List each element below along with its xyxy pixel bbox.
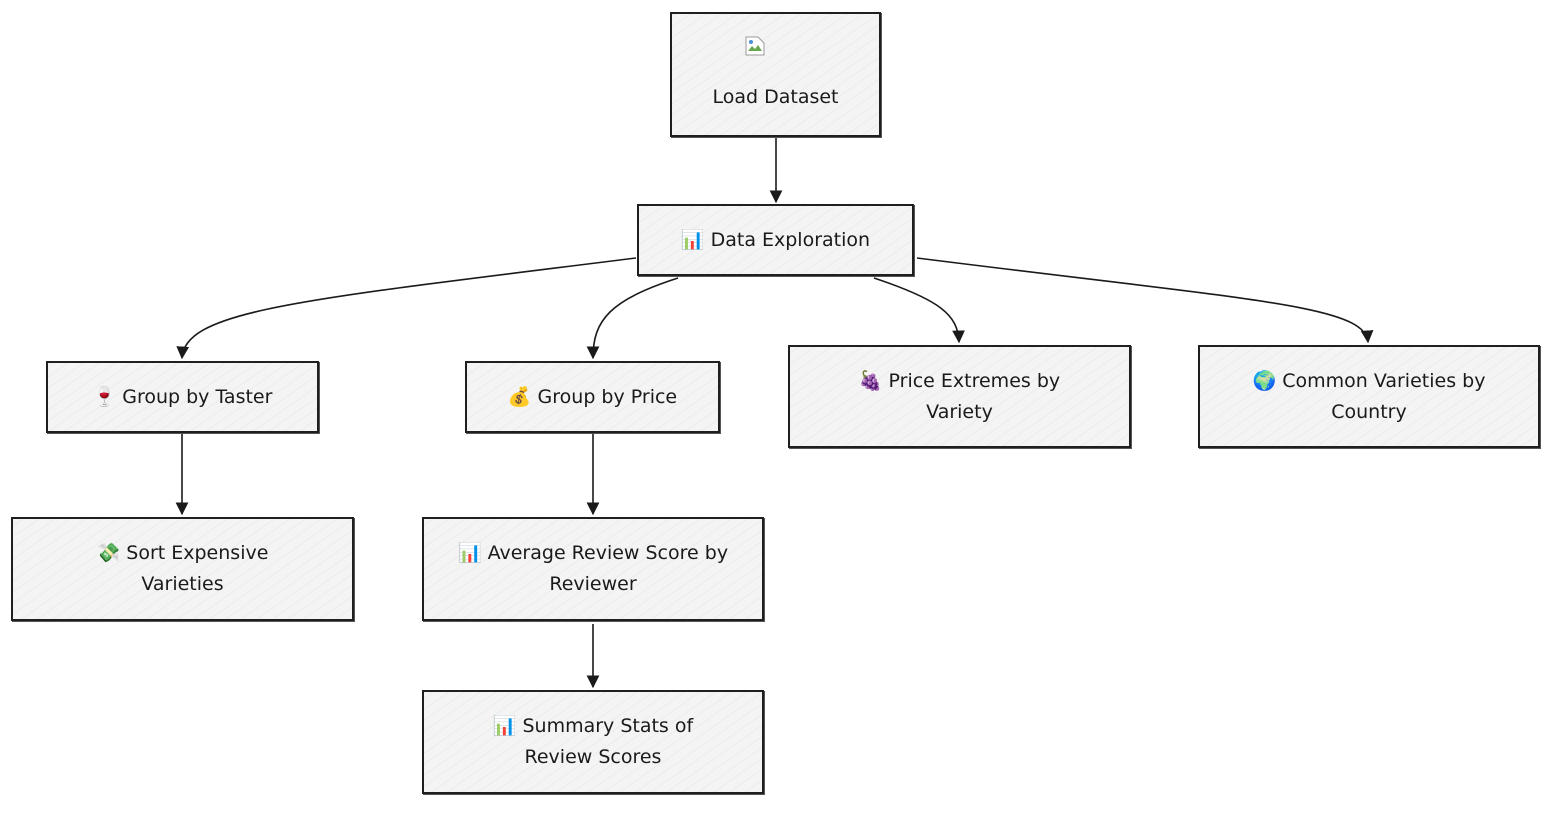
wine-glass-icon: 🍷 bbox=[92, 385, 117, 408]
node-label: Common Varieties by Country bbox=[1282, 369, 1486, 423]
bar-chart-icon: 📊 bbox=[680, 228, 705, 251]
bar-chart-icon: 📊 bbox=[457, 542, 482, 564]
globe-icon: 🌍 bbox=[1252, 369, 1277, 392]
money-wings-icon: 💸 bbox=[96, 542, 121, 564]
node-summary-stats[interactable]: 📊Summary Stats of Review Scores bbox=[422, 690, 764, 794]
bar-chart-icon: 📊 bbox=[492, 715, 517, 737]
grapes-icon: 🍇 bbox=[858, 369, 883, 392]
node-sort-expensive[interactable]: 💸Sort Expensive Varieties bbox=[11, 517, 354, 621]
node-label: Group by Price bbox=[537, 385, 678, 408]
edge-explore-to-common bbox=[916, 257, 1374, 344]
money-bag-icon: 💰 bbox=[507, 385, 532, 408]
node-common-varieties[interactable]: 🌍Common Varieties by Country bbox=[1198, 345, 1540, 448]
edge-explore-to-extremes bbox=[873, 277, 965, 344]
node-group-by-taster[interactable]: 🍷Group by Taster bbox=[46, 361, 319, 433]
edge-explore-to-price bbox=[586, 277, 679, 360]
node-price-extremes[interactable]: 🍇Price Extremes by Variety bbox=[788, 345, 1131, 448]
node-label: Average Review Score by Reviewer bbox=[487, 542, 729, 595]
node-label: Data Exploration bbox=[710, 228, 871, 251]
node-label: Sort Expensive Varieties bbox=[126, 542, 269, 595]
node-load-dataset[interactable]: Load Dataset bbox=[670, 12, 881, 137]
broken-image-icon bbox=[745, 36, 765, 56]
node-group-by-price[interactable]: 💰Group by Price bbox=[465, 361, 720, 433]
node-data-exploration[interactable]: 📊Data Exploration bbox=[637, 204, 914, 276]
edge-explore-to-taster bbox=[176, 257, 637, 360]
node-label: Load Dataset bbox=[712, 86, 839, 108]
node-average-review-score[interactable]: 📊Average Review Score by Reviewer bbox=[422, 517, 764, 621]
node-label: Group by Taster bbox=[122, 385, 273, 408]
node-label: Summary Stats of Review Scores bbox=[522, 715, 694, 768]
node-label: Price Extremes by Variety bbox=[888, 369, 1061, 423]
